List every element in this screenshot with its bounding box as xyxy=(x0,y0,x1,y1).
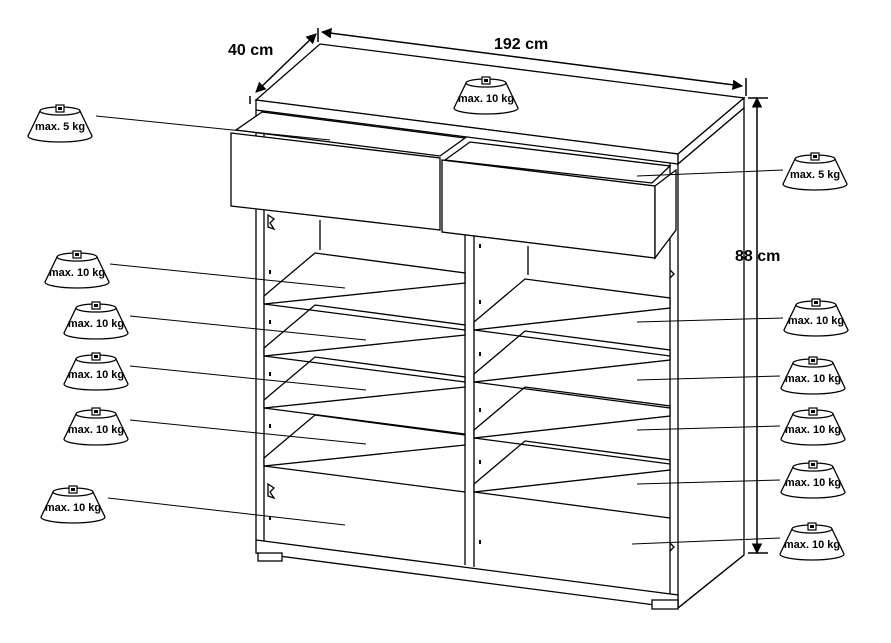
weight-icon xyxy=(811,298,821,307)
weight-badges: max. 10 kg max. 5 kg max. 5 kg max. 10 k… xyxy=(27,76,849,561)
foot-right xyxy=(651,599,679,610)
load-label-left-shelf-2: max. 10 kg xyxy=(68,318,124,330)
weight-badge-right-shelf-3: max. 10 kg xyxy=(780,407,846,446)
weight-icon xyxy=(810,152,820,161)
right-side-panel xyxy=(677,106,745,610)
load-label-top: max. 10 kg xyxy=(458,93,514,105)
load-label-right-bottom: max. 10 kg xyxy=(784,539,840,551)
load-label-left-shelf-4: max. 10 kg xyxy=(68,424,124,436)
weight-badge-drawer-right: max. 5 kg xyxy=(782,152,848,191)
cabinet xyxy=(230,43,746,610)
drawer-right-side xyxy=(654,168,677,260)
weight-icon xyxy=(91,301,101,310)
depth-label: 40 cm xyxy=(228,42,273,59)
hinge-icon xyxy=(267,213,276,231)
weight-badge-left-shelf-2: max. 10 kg xyxy=(63,301,129,340)
weight-icon xyxy=(807,522,817,531)
depth-arrow xyxy=(255,33,317,93)
leader-lines xyxy=(95,115,784,545)
weight-badge-drawer-left: max. 5 kg xyxy=(27,104,93,143)
weight-badge-left-shelf-4: max. 10 kg xyxy=(63,407,129,446)
left-shelf-1 xyxy=(263,252,466,305)
weight-badge-right-bottom: max. 10 kg xyxy=(779,522,845,561)
load-label-drawer-left: max. 5 kg xyxy=(35,121,85,133)
right-shelf-3 xyxy=(473,386,671,439)
left-shelf-4 xyxy=(263,414,466,467)
weight-badge-right-shelf-1: max. 10 kg xyxy=(783,298,849,337)
dimension-lines xyxy=(249,27,768,555)
drawer-right-box xyxy=(443,141,672,184)
right-shelf-2 xyxy=(473,330,671,383)
weight-icon xyxy=(808,460,818,469)
load-label-right-shelf-3: max. 10 kg xyxy=(785,424,841,436)
foot-left xyxy=(257,552,283,562)
weight-badge-left-shelf-3: max. 10 kg xyxy=(63,352,129,391)
left-shelf-2 xyxy=(263,304,466,357)
weight-icon xyxy=(808,407,818,416)
shelf-pin-holes xyxy=(269,244,481,544)
right-shelf-4 xyxy=(473,440,671,493)
weight-badge-top: max. 10 kg xyxy=(453,76,519,115)
weight-icon xyxy=(91,352,101,361)
hinge-icon xyxy=(669,542,675,552)
weight-icon xyxy=(808,356,818,365)
weight-badge-left-bottom: max. 10 kg xyxy=(40,485,106,524)
height-label: 88 cm xyxy=(735,248,780,265)
load-label-left-shelf-1: max. 10 kg xyxy=(49,267,105,279)
weight-icon xyxy=(481,76,491,85)
hinge-icon xyxy=(669,269,675,279)
weight-icon xyxy=(68,485,78,494)
weight-icon xyxy=(55,104,65,113)
width-label: 192 cm xyxy=(494,36,548,53)
load-label-left-shelf-3: max. 10 kg xyxy=(68,369,124,381)
bottom-plinth xyxy=(255,539,679,609)
right-shelf-1 xyxy=(473,278,671,331)
weight-badge-left-shelf-1: max. 10 kg xyxy=(44,250,110,289)
load-label-drawer-right: max. 5 kg xyxy=(790,169,840,181)
load-label-left-bottom: max. 10 kg xyxy=(45,502,101,514)
weight-badge-right-shelf-4: max. 10 kg xyxy=(780,460,846,499)
width-arrow xyxy=(320,27,744,91)
load-label-right-shelf-2: max. 10 kg xyxy=(785,373,841,385)
weight-icon xyxy=(91,407,101,416)
weight-icon xyxy=(72,250,82,259)
load-label-right-shelf-4: max. 10 kg xyxy=(785,477,841,489)
drawer-left-box xyxy=(234,111,467,157)
weight-badge-right-shelf-2: max. 10 kg xyxy=(780,356,846,395)
drawer-left-front xyxy=(230,132,441,231)
hinge-icon xyxy=(267,482,276,500)
load-label-right-shelf-1: max. 10 kg xyxy=(788,315,844,327)
